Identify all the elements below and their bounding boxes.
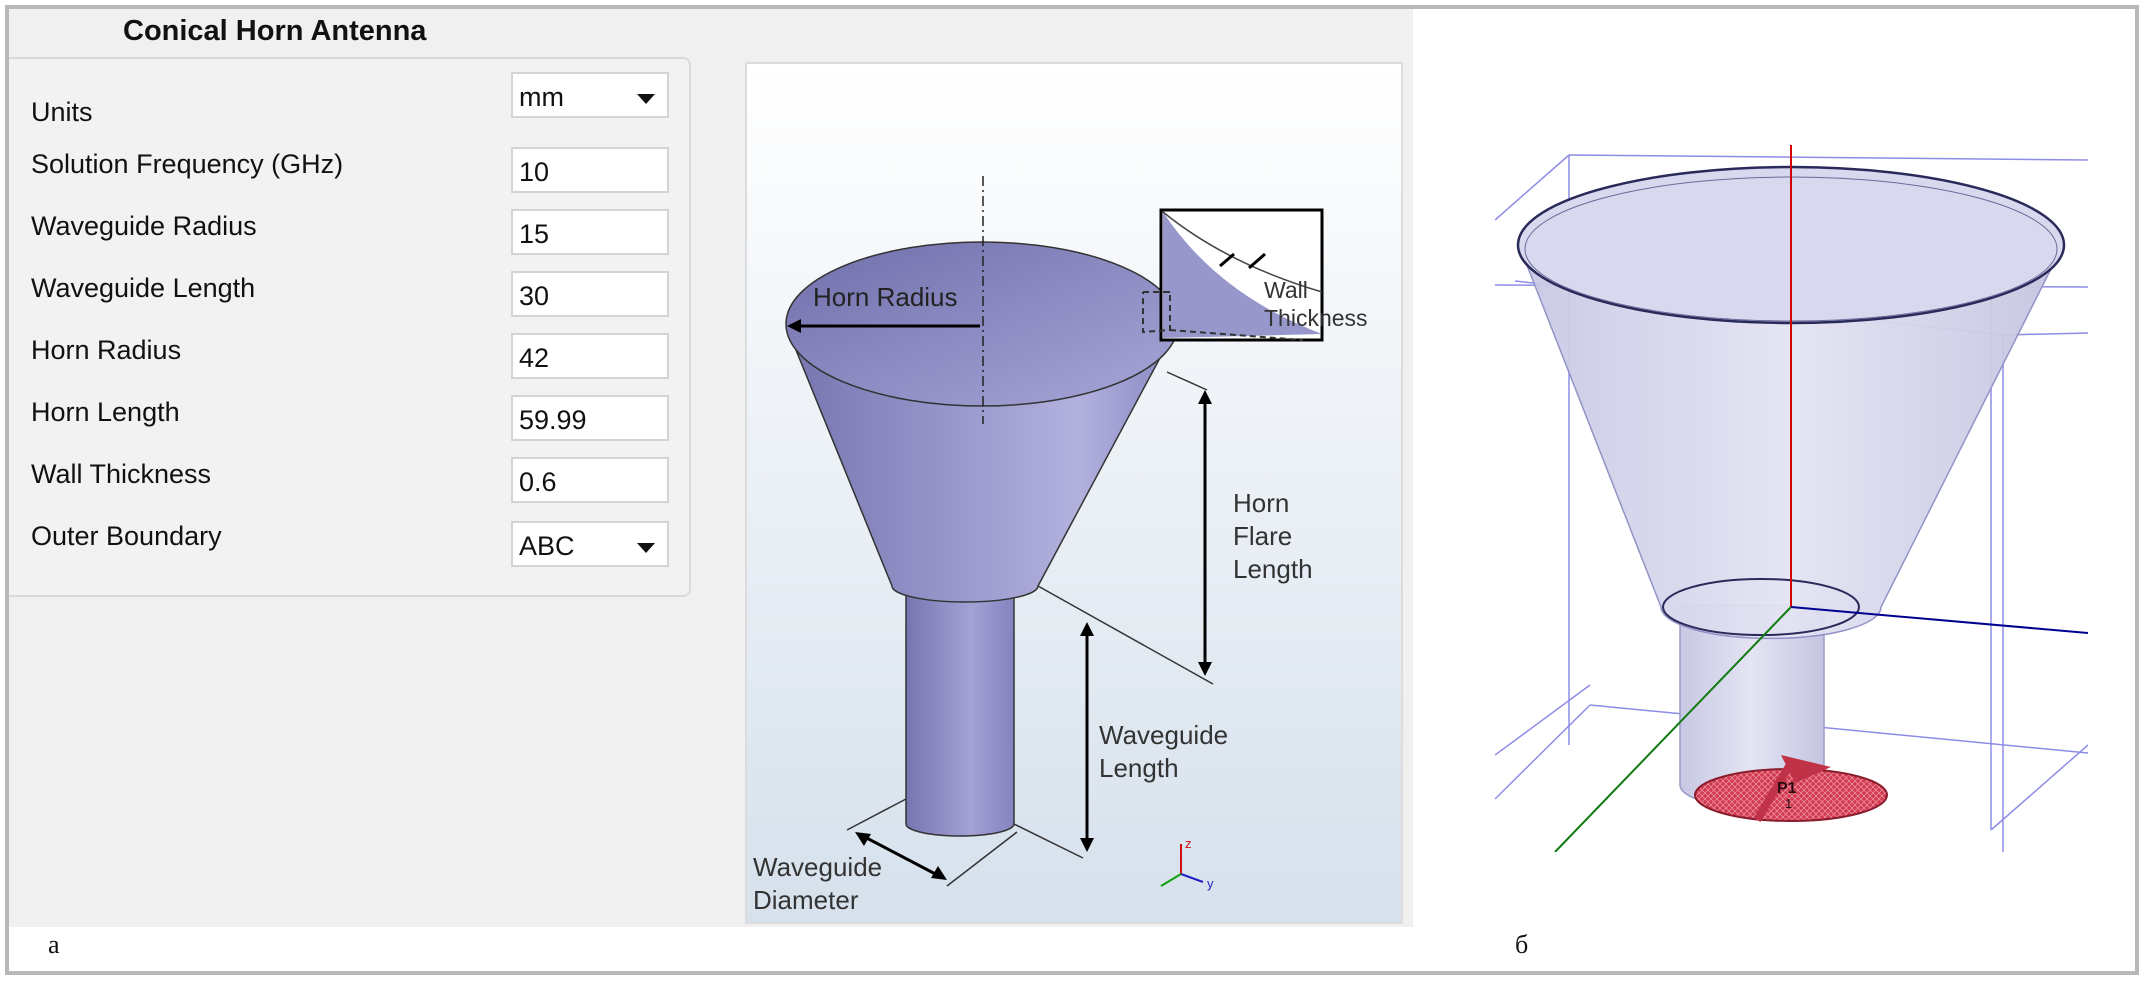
horn-diagram-svg: Horn Radius Wall Thickness Horn Flare Le… bbox=[747, 64, 1401, 922]
horn-radius-label: Horn Radius bbox=[31, 335, 182, 365]
arrow-head-icon bbox=[1080, 838, 1094, 852]
horn-radius-annotation: Horn Radius bbox=[813, 282, 958, 312]
inset-wall-section bbox=[1163, 212, 1322, 338]
triad-y-axis bbox=[1180, 873, 1204, 883]
waveguide-length-input[interactable]: 30 bbox=[511, 271, 669, 317]
inset-arrow-in bbox=[1248, 252, 1266, 270]
flare-extension-top bbox=[1166, 371, 1208, 391]
model-viewport[interactable]: P1 1 bbox=[1494, 145, 2089, 853]
horn-cone bbox=[785, 327, 1178, 603]
wg-dia-extension-right bbox=[946, 831, 1018, 887]
flare-label-line2: Flare bbox=[1233, 521, 1292, 551]
wg-dia-extension-left bbox=[846, 798, 907, 831]
wall-label-line2: Thickness bbox=[1264, 305, 1368, 331]
callout-line-lower bbox=[1169, 329, 1304, 341]
waveguide-radius-label: Waveguide Radius bbox=[31, 211, 257, 241]
chevron-down-icon[interactable] bbox=[637, 94, 655, 104]
wg-length-label-line1: Waveguide bbox=[1099, 720, 1228, 750]
horn-throat-ring bbox=[1662, 578, 1860, 636]
triad-x-axis bbox=[1160, 873, 1182, 887]
wall-thickness-label: Wall Thickness bbox=[31, 459, 212, 489]
parameter-form bbox=[9, 57, 691, 597]
inset-inner-wall bbox=[1162, 211, 1323, 293]
waveguide-radius-input[interactable]: 15 bbox=[511, 209, 669, 255]
triad-z-label: z bbox=[1185, 836, 1192, 851]
flare-extension-bottom bbox=[1037, 585, 1214, 685]
arrow-head-icon bbox=[1198, 662, 1212, 676]
units-value: mm bbox=[519, 82, 564, 112]
outer-boundary-value: ABC bbox=[519, 531, 575, 561]
horn-mouth bbox=[785, 241, 1179, 407]
panel-a-caption: а bbox=[48, 930, 60, 959]
conical-horn-dialog: Conical Horn Antenna Units mm Solution F… bbox=[9, 9, 1413, 927]
flare-label-line1: Horn bbox=[1233, 488, 1289, 518]
solution-frequency-input[interactable]: 10 bbox=[511, 147, 669, 193]
wall-label-line1: Wall bbox=[1264, 277, 1308, 303]
horn-radius-input[interactable]: 42 bbox=[511, 333, 669, 379]
outer-boundary-label: Outer Boundary bbox=[31, 521, 222, 551]
waveguide-diameter-arrow bbox=[858, 832, 944, 880]
inset-arrow-out bbox=[1219, 252, 1235, 268]
port-vector-arrow bbox=[1753, 760, 1795, 823]
units-dropdown[interactable]: mm bbox=[511, 72, 669, 118]
waveguide-length-label: Waveguide Length bbox=[31, 273, 256, 303]
arrow-head-icon bbox=[1080, 622, 1094, 636]
wg-length-extension bbox=[1013, 823, 1084, 859]
arrow-head-icon bbox=[787, 319, 801, 333]
triad-y-label: y bbox=[1207, 876, 1214, 891]
horn-length-input[interactable]: 59.99 bbox=[511, 395, 669, 441]
horn-geometry-diagram: Horn Radius Wall Thickness Horn Flare Le… bbox=[745, 62, 1403, 924]
wall-thickness-input[interactable]: 0.6 bbox=[511, 457, 669, 503]
arrow-head-icon bbox=[855, 832, 871, 846]
arrow-head-icon bbox=[931, 866, 947, 880]
units-label: Units bbox=[31, 97, 93, 127]
port-index: 1 bbox=[1785, 796, 1792, 811]
arrow-head-icon bbox=[1198, 390, 1212, 404]
chevron-down-icon[interactable] bbox=[637, 543, 655, 553]
wg-dia-label-line2: Diameter bbox=[753, 885, 859, 915]
wg-dia-label-line1: Waveguide bbox=[753, 852, 882, 882]
flare-label-line3: Length bbox=[1233, 554, 1313, 584]
waveguide-tube bbox=[905, 585, 1015, 837]
horn-length-label: Horn Length bbox=[31, 397, 180, 427]
arrow-head-icon bbox=[1781, 755, 1831, 783]
outer-boundary-dropdown[interactable]: ABC bbox=[511, 521, 669, 567]
port-label: P1 bbox=[1777, 780, 1797, 797]
x-axis-line bbox=[1554, 606, 1792, 853]
viewport-svg: P1 1 bbox=[1494, 145, 2089, 853]
wg-length-label-line2: Length bbox=[1099, 753, 1179, 783]
solution-frequency-label: Solution Frequency (GHz) bbox=[31, 149, 344, 179]
panel-b-caption: б bbox=[1515, 930, 1529, 959]
dialog-title: Conical Horn Antenna bbox=[123, 15, 427, 47]
y-axis-line bbox=[1790, 606, 2089, 634]
